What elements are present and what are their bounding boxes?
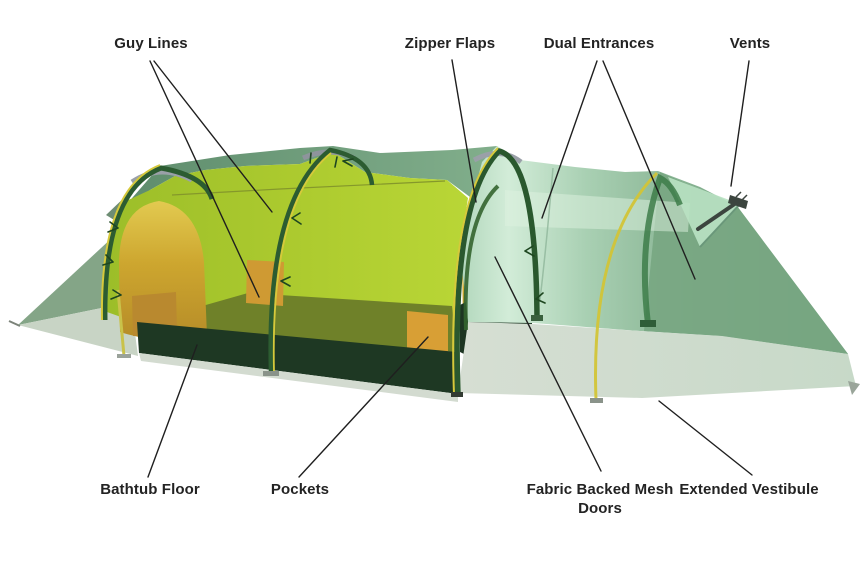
tent-pole-arch-2-yellow bbox=[272, 152, 332, 373]
label-pockets: Pockets bbox=[270, 481, 330, 498]
vent-hood bbox=[728, 195, 748, 209]
vent-hood-teeth bbox=[735, 191, 748, 201]
tent-pole-arch-1-leg bbox=[116, 289, 126, 357]
fly-highlight bbox=[505, 190, 690, 232]
tent-pole-arch-4-sleeve bbox=[641, 173, 683, 325]
label-guy-lines: Guy Lines bbox=[114, 35, 188, 52]
leader-extended-vestibule bbox=[658, 400, 753, 476]
pole-foot bbox=[531, 315, 543, 321]
pocket-front bbox=[407, 311, 448, 357]
leader-vents bbox=[730, 60, 750, 187]
label-extended-vestibule: Extended Vestibule bbox=[679, 481, 819, 498]
leader-dual-entrances-2 bbox=[602, 60, 696, 280]
label-bathtub-floor: Bathtub Floor bbox=[100, 481, 200, 498]
tent-pole-arch-1-yellow bbox=[100, 164, 161, 321]
leader-bathtub-floor bbox=[147, 344, 198, 478]
vent-strut bbox=[696, 199, 741, 231]
left-stake-line bbox=[8, 320, 21, 327]
fly-right-skirt bbox=[458, 322, 856, 398]
leader-zipper-flaps bbox=[451, 59, 477, 203]
pole-foot bbox=[117, 354, 131, 358]
tent-pole-arch-1 bbox=[102, 165, 215, 321]
fly-back-strip bbox=[118, 146, 516, 248]
leader-pockets bbox=[298, 336, 429, 478]
leader-guy-lines-2 bbox=[149, 60, 260, 298]
label-vents: Vents bbox=[729, 35, 771, 52]
leader-guy-lines-1 bbox=[153, 60, 273, 213]
leader-mesh-doors bbox=[494, 256, 602, 472]
pocket-middle bbox=[246, 260, 284, 306]
left-vestibule-skirt bbox=[18, 302, 138, 356]
pole-foot bbox=[590, 398, 603, 403]
pole-foot bbox=[640, 320, 656, 327]
pole-foot bbox=[451, 392, 463, 397]
vent-cone-edge bbox=[699, 203, 741, 248]
label-zipper-flaps: Zipper Flaps bbox=[404, 35, 496, 52]
label-dual-entrances: Dual Entrances bbox=[543, 35, 655, 52]
tent-pole-arch-2 bbox=[268, 147, 375, 373]
right-stake-corner bbox=[848, 381, 860, 395]
bathtub-floor-band bbox=[137, 322, 458, 394]
label-fabric-backed-mesh-doors: Fabric Backed Mesh Doors bbox=[526, 481, 674, 517]
guy-line-ticks bbox=[102, 152, 546, 304]
vent-cone bbox=[668, 177, 740, 247]
tent-pole-arch-4 bbox=[594, 171, 659, 401]
tent-pole-arch-3 bbox=[454, 147, 540, 395]
tent-pole-arch-3-yellow bbox=[452, 147, 499, 395]
pole-foot bbox=[263, 371, 279, 376]
zipper-flap-strip bbox=[463, 184, 500, 331]
interior-floor bbox=[142, 293, 457, 352]
leader-dual-entrances-1 bbox=[541, 60, 598, 219]
front-ground-skirt bbox=[139, 353, 458, 402]
fly-door-seam bbox=[539, 167, 554, 301]
